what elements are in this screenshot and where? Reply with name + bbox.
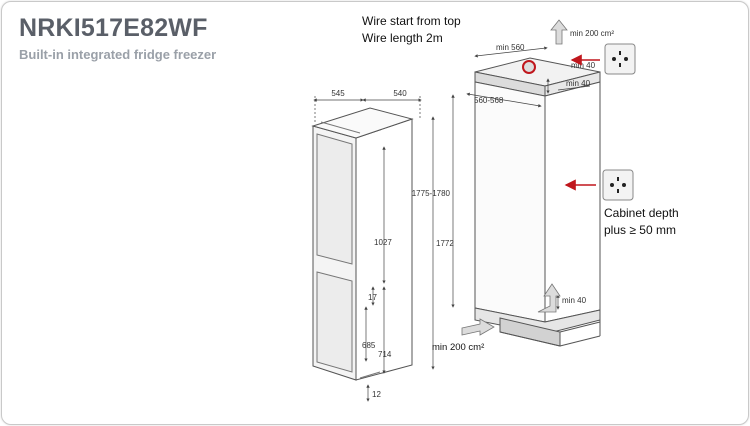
fridge-total-height-label: 1772 (436, 239, 454, 248)
wire-start-marker (522, 60, 536, 74)
bottom-vent-clearance-label: min 40 (562, 296, 587, 305)
bottom-vent-area-label: min 200 cm² (432, 342, 484, 353)
socket-icon (602, 169, 634, 201)
side-top-clearance-label: min 40 (566, 79, 591, 88)
freezer-height-label: 685 (362, 341, 376, 350)
fridge-appliance (311, 107, 414, 381)
socket-icon (604, 43, 636, 75)
page-title: NRKI517E82WF (19, 14, 208, 42)
fridge-depth-label: 540 (393, 89, 407, 98)
cabinet-depth-plus-note: plus ≥ 50 mm (604, 223, 676, 237)
cabinet-niche (474, 57, 601, 347)
fridge-top-dimensions (313, 96, 422, 123)
bottom-height-label: 12 (372, 390, 381, 399)
freezer-total-label: 714 (378, 350, 392, 359)
niche-height-label: 1775-1780 (412, 189, 451, 198)
fridge-width-label: 545 (331, 89, 345, 98)
bottom-left-airflow-arrow (461, 318, 495, 336)
top-clearance-label: min 40 (571, 61, 596, 70)
fridge-height-dimensions (364, 116, 435, 402)
bottom-right-airflow-arrow (537, 283, 561, 313)
niche-width-label: min 560 (496, 43, 525, 52)
cabinet-depth-note: Cabinet depth (604, 206, 679, 220)
gap-height-label: 17 (368, 293, 377, 302)
top-airflow-arrow (550, 19, 568, 45)
wire-length-note: Wire length 2m (362, 31, 443, 45)
niche-depth-label: 560-568 (474, 96, 504, 105)
fridge-compartment-height-label: 1027 (374, 238, 392, 247)
page-subtitle: Built-in integrated fridge freezer (19, 47, 217, 62)
niche-dimensions (451, 46, 591, 310)
wire-start-note: Wire start from top (362, 14, 461, 28)
top-vent-area-label: min 200 cm² (570, 29, 614, 38)
